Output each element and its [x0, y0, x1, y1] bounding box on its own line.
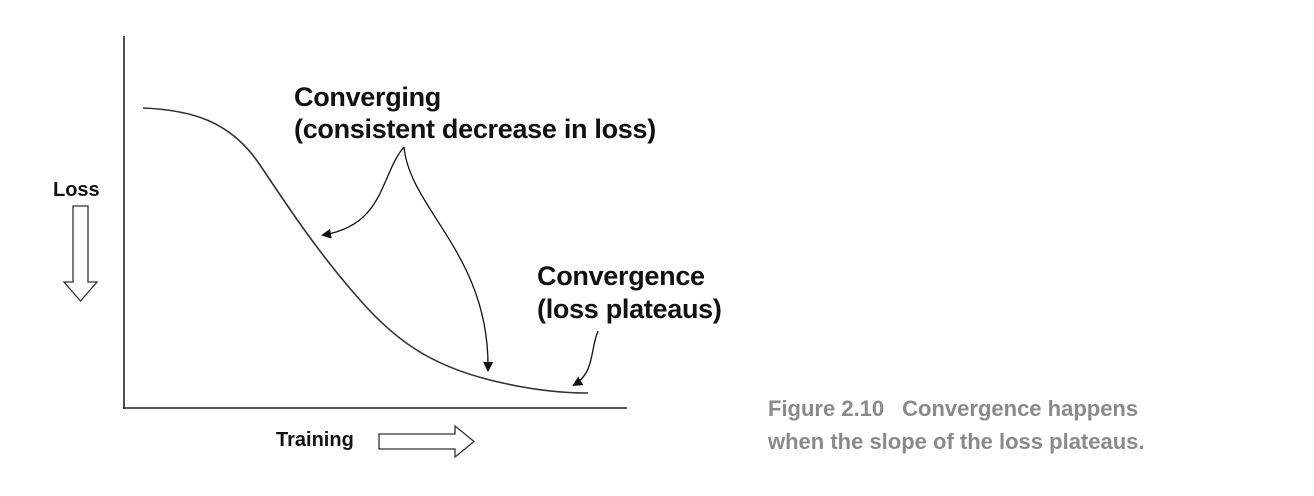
x-axis-label: Training — [276, 429, 354, 451]
figure-number: Figure 2.10 — [768, 396, 885, 421]
loss-curve — [142, 107, 589, 394]
converging-annotation-subtitle: (consistent decrease in loss) — [294, 114, 656, 144]
convergence-annotation-subtitle: (loss plateaus) — [537, 294, 722, 324]
caption-line-2: when the slope of the loss plateaus. — [768, 429, 1145, 454]
convergence-arrow — [572, 330, 599, 387]
caption-line-1: Figure 2.10 Convergence happens — [768, 392, 1145, 425]
converging-arrow-upper — [321, 146, 405, 239]
convergence-annotation-title: Convergence — [537, 261, 705, 291]
figure-caption: Figure 2.10 Convergence happens when the … — [768, 392, 1145, 458]
converging-arrow-lower — [403, 146, 494, 372]
converging-annotation-title: Converging — [294, 82, 442, 112]
loss-down-arrow-icon — [62, 205, 99, 302]
caption-text-1: Convergence happens — [902, 396, 1139, 421]
training-right-arrow-icon — [378, 424, 476, 459]
y-axis-label: Loss — [53, 179, 100, 201]
